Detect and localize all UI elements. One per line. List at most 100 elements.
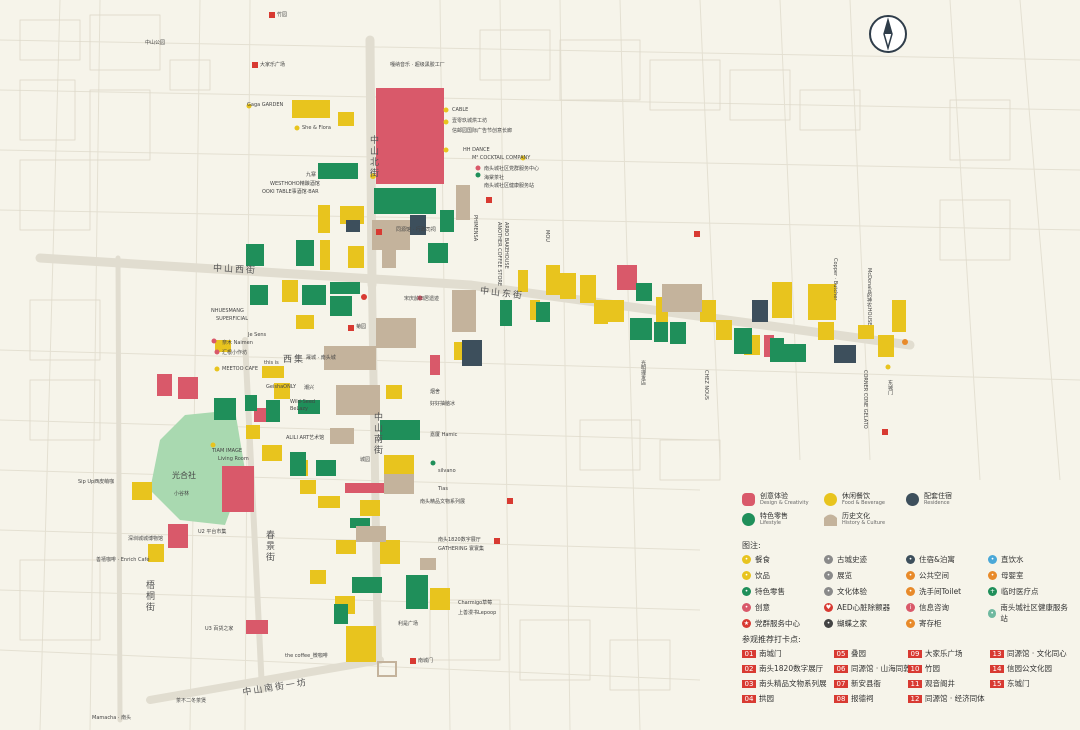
place-aliu: ALILI ART艺术馆 bbox=[286, 435, 325, 441]
place-pavilion: 南头1820数字展厅 bbox=[438, 537, 481, 543]
legend-icon-locker: •寄存柜 bbox=[906, 618, 942, 629]
road-chunjing bbox=[242, 337, 265, 693]
place-hhan: 菊园 bbox=[356, 324, 367, 330]
place-another: ANOTHER COFFEE STORE bbox=[496, 222, 502, 287]
road-zhongshan-east bbox=[465, 280, 915, 350]
place-label-guangxinshe: 光合社 bbox=[172, 471, 196, 480]
block-outlines bbox=[19, 14, 1011, 691]
buildings-history bbox=[324, 185, 702, 570]
legend-icon-butterfly: •蝴蝶之家 bbox=[824, 618, 867, 629]
shop-icon: • bbox=[742, 587, 751, 596]
medical-icon: + bbox=[988, 587, 997, 596]
place-dongcheng: 东城门 bbox=[887, 380, 893, 395]
road-zhongshan-north bbox=[365, 35, 377, 290]
checkin-markers bbox=[252, 12, 888, 664]
place-chengzi: 城园 bbox=[360, 457, 371, 463]
place-cable: CABLE bbox=[452, 107, 469, 113]
road-south-1 bbox=[146, 656, 384, 704]
legend-icon-medical: +临时医疗点 bbox=[988, 587, 1039, 596]
legend-icons-title: 图注: bbox=[742, 541, 761, 550]
place-park: 中山公园 bbox=[145, 40, 166, 46]
place-huisong: 壹零玖城烘工坊 bbox=[452, 118, 488, 124]
place-tongyuan: 同源馆 · 行政司祠 bbox=[396, 227, 436, 233]
landmark-icon: • bbox=[824, 555, 833, 564]
place-geisha: GeishaONLY bbox=[266, 384, 297, 390]
place-je-sens: Je Sens bbox=[248, 332, 267, 338]
legend-icon-public-space: •公共空间 bbox=[906, 570, 949, 581]
buildings-design bbox=[157, 88, 774, 634]
place-hh-dance: HH DANCE bbox=[463, 147, 490, 153]
place-chez: CHEZ NOUS bbox=[703, 370, 709, 400]
place-mamacha: Mamacha · 南头 bbox=[92, 715, 132, 721]
place-silvano: silvano bbox=[438, 468, 456, 474]
water-icon: • bbox=[988, 555, 997, 564]
place-coffee-bar: the coffee_微咖啡 bbox=[285, 653, 328, 659]
legend-icon-bed: •住宿&泊寓 bbox=[906, 554, 955, 565]
place-belazy: BeLazy bbox=[290, 406, 308, 412]
place-jiuzhai: 九寨 bbox=[306, 172, 317, 178]
place-mcocktail: M² COCKTAIL COMPANY bbox=[472, 155, 531, 161]
locker-icon: • bbox=[906, 619, 915, 628]
place-enrich: 善禧咖啡 · Enrich Café bbox=[96, 557, 150, 563]
place-arbo: ARBO BAKEHOUSE bbox=[503, 222, 509, 269]
legend-icon-party: ★党群服务中心 bbox=[742, 619, 800, 628]
place-tangwei: 嘎纳音乐 · 超级黑胶工厂 bbox=[390, 62, 445, 68]
legend-icon-baby: •母婴室 bbox=[988, 570, 1024, 581]
road-zhongshan-west bbox=[35, 253, 475, 290]
place-wenwu: 南头精品文物系列展 bbox=[420, 499, 466, 505]
place-bubu: 茶不二冬茶煲 bbox=[176, 698, 207, 704]
street-label-xiji: 西集 bbox=[283, 355, 306, 365]
place-guangming: 光明理发店 bbox=[640, 360, 646, 385]
place-charmigo: Charmigo草莓 bbox=[458, 600, 493, 606]
poi-dots bbox=[210, 103, 908, 466]
place-she-flora: She & Flora bbox=[302, 125, 331, 131]
place-sip-up: Sip Up西皮萌咖 bbox=[78, 479, 115, 485]
legend-icon-creative: •创意 bbox=[742, 602, 770, 613]
place-phimensa: PHIMENSA bbox=[472, 215, 478, 242]
party-icon: ★ bbox=[742, 619, 751, 628]
place-meetoo: MEETOO CAFE bbox=[222, 366, 259, 372]
butterfly-icon: • bbox=[824, 619, 833, 628]
creative-icon: • bbox=[742, 603, 751, 612]
history-swatch-icon bbox=[824, 514, 837, 526]
legend-checkin-title: 参观推荐打卡点: bbox=[742, 635, 801, 644]
legend-icon-water: •直饮水 bbox=[988, 554, 1024, 565]
park-guangxinshe bbox=[150, 410, 245, 525]
place-living: Living Room bbox=[218, 456, 249, 462]
place-xiaozuo: 汇根小作坊 bbox=[222, 350, 248, 356]
place-this-is: this is bbox=[264, 360, 279, 366]
drink-icon: • bbox=[742, 571, 751, 580]
buildings-residence bbox=[346, 215, 856, 366]
place-sheng: 晟城 · 南头城 bbox=[306, 355, 336, 361]
legend-icon-aed: ♥AED心脏除颤器 bbox=[824, 603, 891, 612]
place-fishy: 好好抽脑冰 bbox=[430, 401, 456, 407]
place-dongmen: 南城门 bbox=[418, 658, 434, 664]
place-health-station: 南头城社区健康服务站 bbox=[484, 183, 535, 189]
street-label-zhongshan-west: 中山西街 bbox=[212, 263, 258, 277]
place-u3: U3 百货之家 bbox=[205, 626, 234, 632]
place-xinlu: 信邮园国际广告节创意长廊 bbox=[452, 128, 513, 134]
legend-icon-toilet: •洗手间Toilet bbox=[906, 586, 961, 597]
place-lixiu: 利是广场 bbox=[398, 621, 419, 627]
legend-icon-landmark: •古城史迹 bbox=[824, 554, 867, 565]
place-westhoho: WESTHOHO精酿酒馆 bbox=[270, 181, 320, 187]
place-shanglepu: 上善漫书Lepoop bbox=[458, 610, 497, 616]
